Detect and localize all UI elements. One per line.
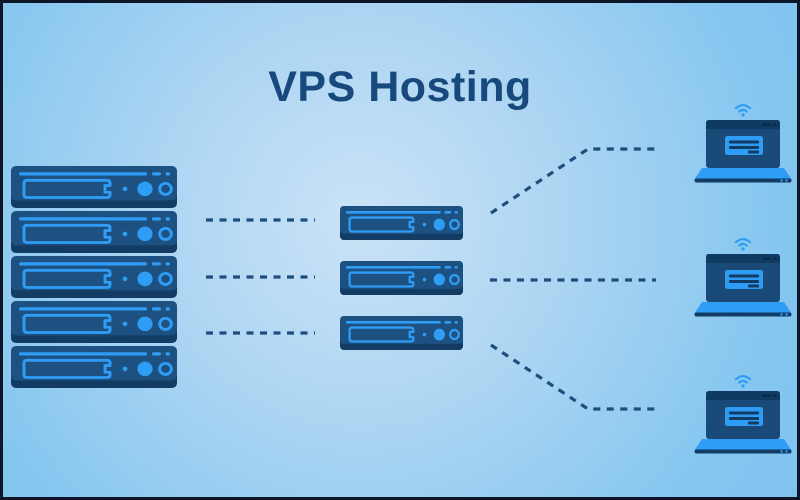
vps-server-1-icon <box>340 206 463 240</box>
wifi-icon <box>730 236 756 251</box>
wifi-icon <box>730 373 756 388</box>
laptop-icon <box>692 120 794 184</box>
client-laptop-1 <box>692 102 794 184</box>
server-icon <box>11 301 177 343</box>
server-icon <box>11 211 177 253</box>
link-vps3-laptop3 <box>490 343 656 411</box>
server-icon <box>11 166 177 208</box>
page-title: VPS Hosting <box>268 63 532 111</box>
vps-server-3-icon <box>340 316 463 350</box>
server-icon <box>11 346 177 388</box>
server-icon <box>11 256 177 298</box>
laptop-icon <box>692 254 794 318</box>
link-vps1-laptop1 <box>490 147 659 215</box>
vps-server-2-icon <box>340 261 463 295</box>
physical-server-rack <box>11 166 177 388</box>
client-laptop-2 <box>692 236 794 318</box>
connection-lines <box>206 147 659 411</box>
laptop-icon <box>692 391 794 455</box>
client-laptop-3 <box>692 373 794 455</box>
wifi-icon <box>730 102 756 117</box>
